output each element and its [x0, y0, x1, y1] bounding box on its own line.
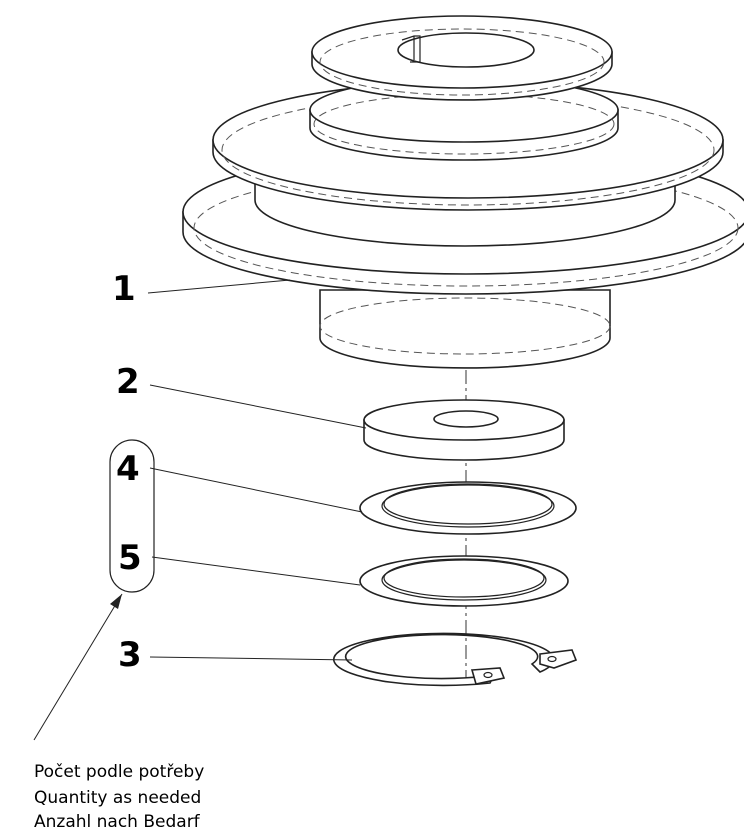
leader-part-3 — [149, 656, 353, 661]
callout-4: 4 — [116, 449, 140, 489]
callout-1: 1 — [112, 269, 136, 309]
note-line-cz: Počet podle potřeby — [34, 762, 205, 782]
note-line-de: Anzahl nach Bedarf — [34, 812, 200, 832]
group-bracket-4-5 — [109, 439, 155, 593]
part-3-retaining-ring — [333, 632, 578, 687]
part-2-washer — [363, 399, 565, 461]
callout-3: 3 — [118, 635, 142, 675]
note-line-en: Quantity as needed — [34, 788, 202, 808]
leader-part-2 — [149, 384, 367, 429]
part-1-stepped-pulley — [182, 15, 744, 369]
part-5-shim-ring — [359, 555, 569, 607]
leader-part-4 — [149, 467, 363, 513]
leader-part-5 — [151, 556, 361, 586]
callout-2: 2 — [116, 362, 140, 402]
note-arrowhead — [110, 594, 122, 609]
note-arrow — [33, 593, 123, 741]
leader-part-1 — [147, 279, 291, 294]
callout-5: 5 — [118, 538, 142, 578]
part-4-shim-ring — [359, 481, 577, 535]
